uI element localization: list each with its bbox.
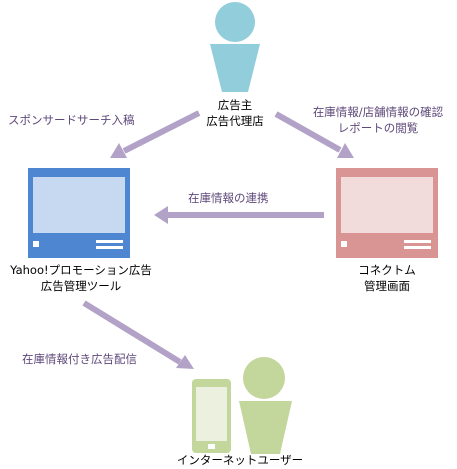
advertiser-label: 広告主 広告代理店 (190, 97, 280, 129)
konekutomu-label-line1: コネクトム (358, 263, 416, 277)
arrow-advertiser-to-konekutomu (274, 111, 354, 158)
edge-label-sponsored-search: スポンサードサーチ入稿 (8, 113, 135, 127)
edge-label-confirm-line1: 在庫情報/店舗情報の確認 (312, 105, 444, 119)
smartphone-icon (192, 379, 231, 453)
arrow-konekutomu-to-yahoo (154, 206, 324, 224)
advertiser-person-icon (210, 2, 260, 92)
yahoo-tool-label-line2: 広告管理ツール (40, 279, 122, 293)
konekutomu-computer-icon (336, 168, 438, 258)
konekutomu-label: コネクトム 管理画面 (340, 262, 434, 294)
advertiser-label-line2: 広告代理店 (206, 114, 264, 128)
internet-user-label: インターネットユーザー (176, 453, 304, 467)
arrow-advertiser-to-yahoo (110, 110, 201, 158)
advertiser-label-line1: 広告主 (217, 98, 253, 112)
yahoo-computer-icon (28, 168, 130, 258)
konekutomu-label-line2: 管理画面 (364, 279, 410, 293)
edge-label-inventory-ads: 在庫情報付き広告配信 (22, 352, 137, 366)
internet-user-person-icon (239, 357, 292, 454)
yahoo-tool-label: Yahoo!プロモーション広告 広告管理ツール (0, 262, 162, 294)
edge-label-confirm-line2: レポートの閲覧 (337, 121, 419, 135)
edge-label-confirm: 在庫情報/店舗情報の確認 レポートの閲覧 (300, 104, 456, 136)
edge-label-inventory-link: 在庫情報の連携 (188, 191, 269, 205)
yahoo-tool-label-line1: Yahoo!プロモーション広告 (10, 263, 152, 277)
arrow-yahoo-to-user (82, 300, 194, 369)
